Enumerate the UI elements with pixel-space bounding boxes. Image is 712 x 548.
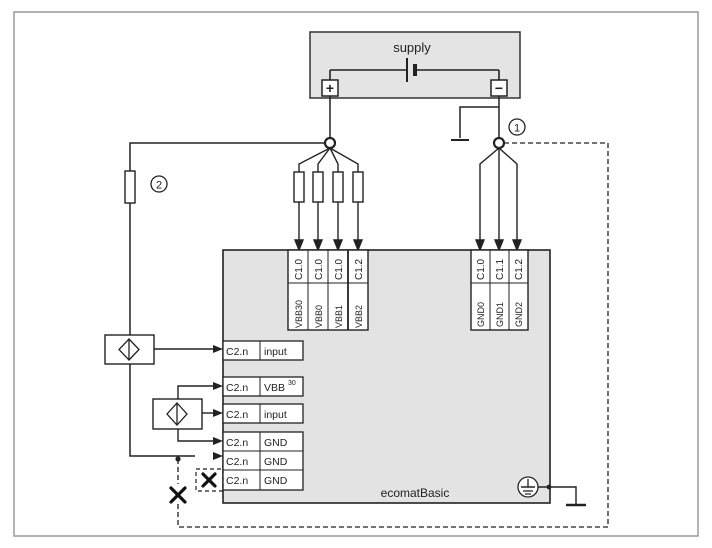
c2-row: C2.n input: [222, 340, 304, 361]
marker-2-label: 2: [156, 180, 162, 192]
gnd-pin-bottom: GND0: [476, 302, 486, 327]
sensor-icon: [166, 402, 188, 426]
fuse-icon: [332, 171, 344, 203]
dashed-bridge: [195, 468, 224, 492]
cross-icon: [169, 486, 187, 504]
outer-frame: [13, 11, 699, 537]
sensor-2-gnd-wire: [177, 429, 215, 442]
vbb-pin-bottom: VBB2: [354, 305, 364, 328]
c2-row-left: C2.n: [226, 456, 248, 468]
c2-row-left: C2.n: [226, 475, 248, 487]
vbb-arrows: [293, 202, 364, 252]
vbb-feed-wires: [298, 147, 359, 172]
c2-row-right: VBB: [264, 382, 285, 394]
fuse-icon: [352, 171, 364, 203]
c2-row-right: GND: [264, 456, 288, 468]
vbb-pin-bottom: VBB0: [314, 305, 324, 328]
vbb-fuses: [293, 171, 364, 203]
gnd-pin-top: C1.2: [514, 258, 525, 280]
plus-splice-node: [323, 136, 337, 150]
c2-row: C2.n input: [222, 403, 304, 424]
c2-row-left: C2.n: [226, 437, 248, 449]
vbb-pin-bottom: VBB1: [334, 305, 344, 328]
minus-sign: −: [495, 80, 503, 96]
vbb-pin-top: C1.2: [354, 258, 365, 280]
gnd-pin-bottom: GND1: [495, 302, 505, 327]
c2-row-left: C2.n: [226, 346, 248, 358]
c2-gnd-block: C2.n GND C2.n GND C2.n GND: [222, 431, 304, 491]
gnd-pin-top: C1.1: [495, 258, 506, 280]
c2-row-sup: 30: [288, 380, 296, 387]
supply-ground-wire: [459, 106, 499, 138]
dashed-return-path: [177, 142, 609, 528]
sensor-icon: [118, 338, 140, 361]
minus-splice-node: [492, 136, 506, 150]
chassis-ground-icon: [517, 476, 539, 498]
sensor-2-supply-wire: [177, 385, 215, 399]
marker-2: [150, 175, 168, 193]
plus-sign: +: [326, 80, 334, 96]
battery-icon: [329, 58, 500, 82]
device-label: ecomatBasic: [381, 486, 450, 500]
sensor-fuse-icon: [124, 170, 136, 204]
fuse-icon: [312, 171, 324, 203]
sensor-feed-wire: [129, 142, 325, 457]
gnd-pin-bottom: GND2: [514, 302, 524, 327]
gnd-pin-block: C1.0 GND0 C1.1 GND1 C1.2 GND2: [470, 249, 529, 331]
vbb-pin-top: C1.0: [294, 258, 305, 280]
junction-dot: [546, 484, 552, 490]
vbb-pin-bottom: VBB30: [294, 300, 304, 328]
fuse-icon: [293, 171, 305, 203]
marker-1-label: 1: [514, 123, 520, 135]
supply-label: supply: [393, 40, 431, 55]
gnd-wires: [474, 147, 523, 252]
c2-row-right: GND: [264, 475, 288, 487]
c2-row: C2.n VBB 30: [222, 376, 304, 397]
c2-row-left: C2.n: [226, 409, 248, 421]
cross-icon: [201, 472, 217, 488]
marker-1: [508, 118, 526, 136]
supply-box: [309, 31, 521, 99]
vbb-pin-top: C1.0: [334, 258, 345, 280]
c2-row-left: C2.n: [226, 382, 248, 394]
vbb-pin-top: C1.0: [314, 258, 325, 280]
vbb-pin-block: C1.0 VBB30 C1.0 VBB0 C1.0 VBB1 C1.2 VBB2: [287, 249, 369, 331]
c2-row-right: input: [264, 346, 287, 358]
c2-row-right: input: [264, 409, 287, 421]
gnd-pin-top: C1.0: [476, 258, 487, 280]
c2-row-right: GND: [264, 437, 288, 449]
